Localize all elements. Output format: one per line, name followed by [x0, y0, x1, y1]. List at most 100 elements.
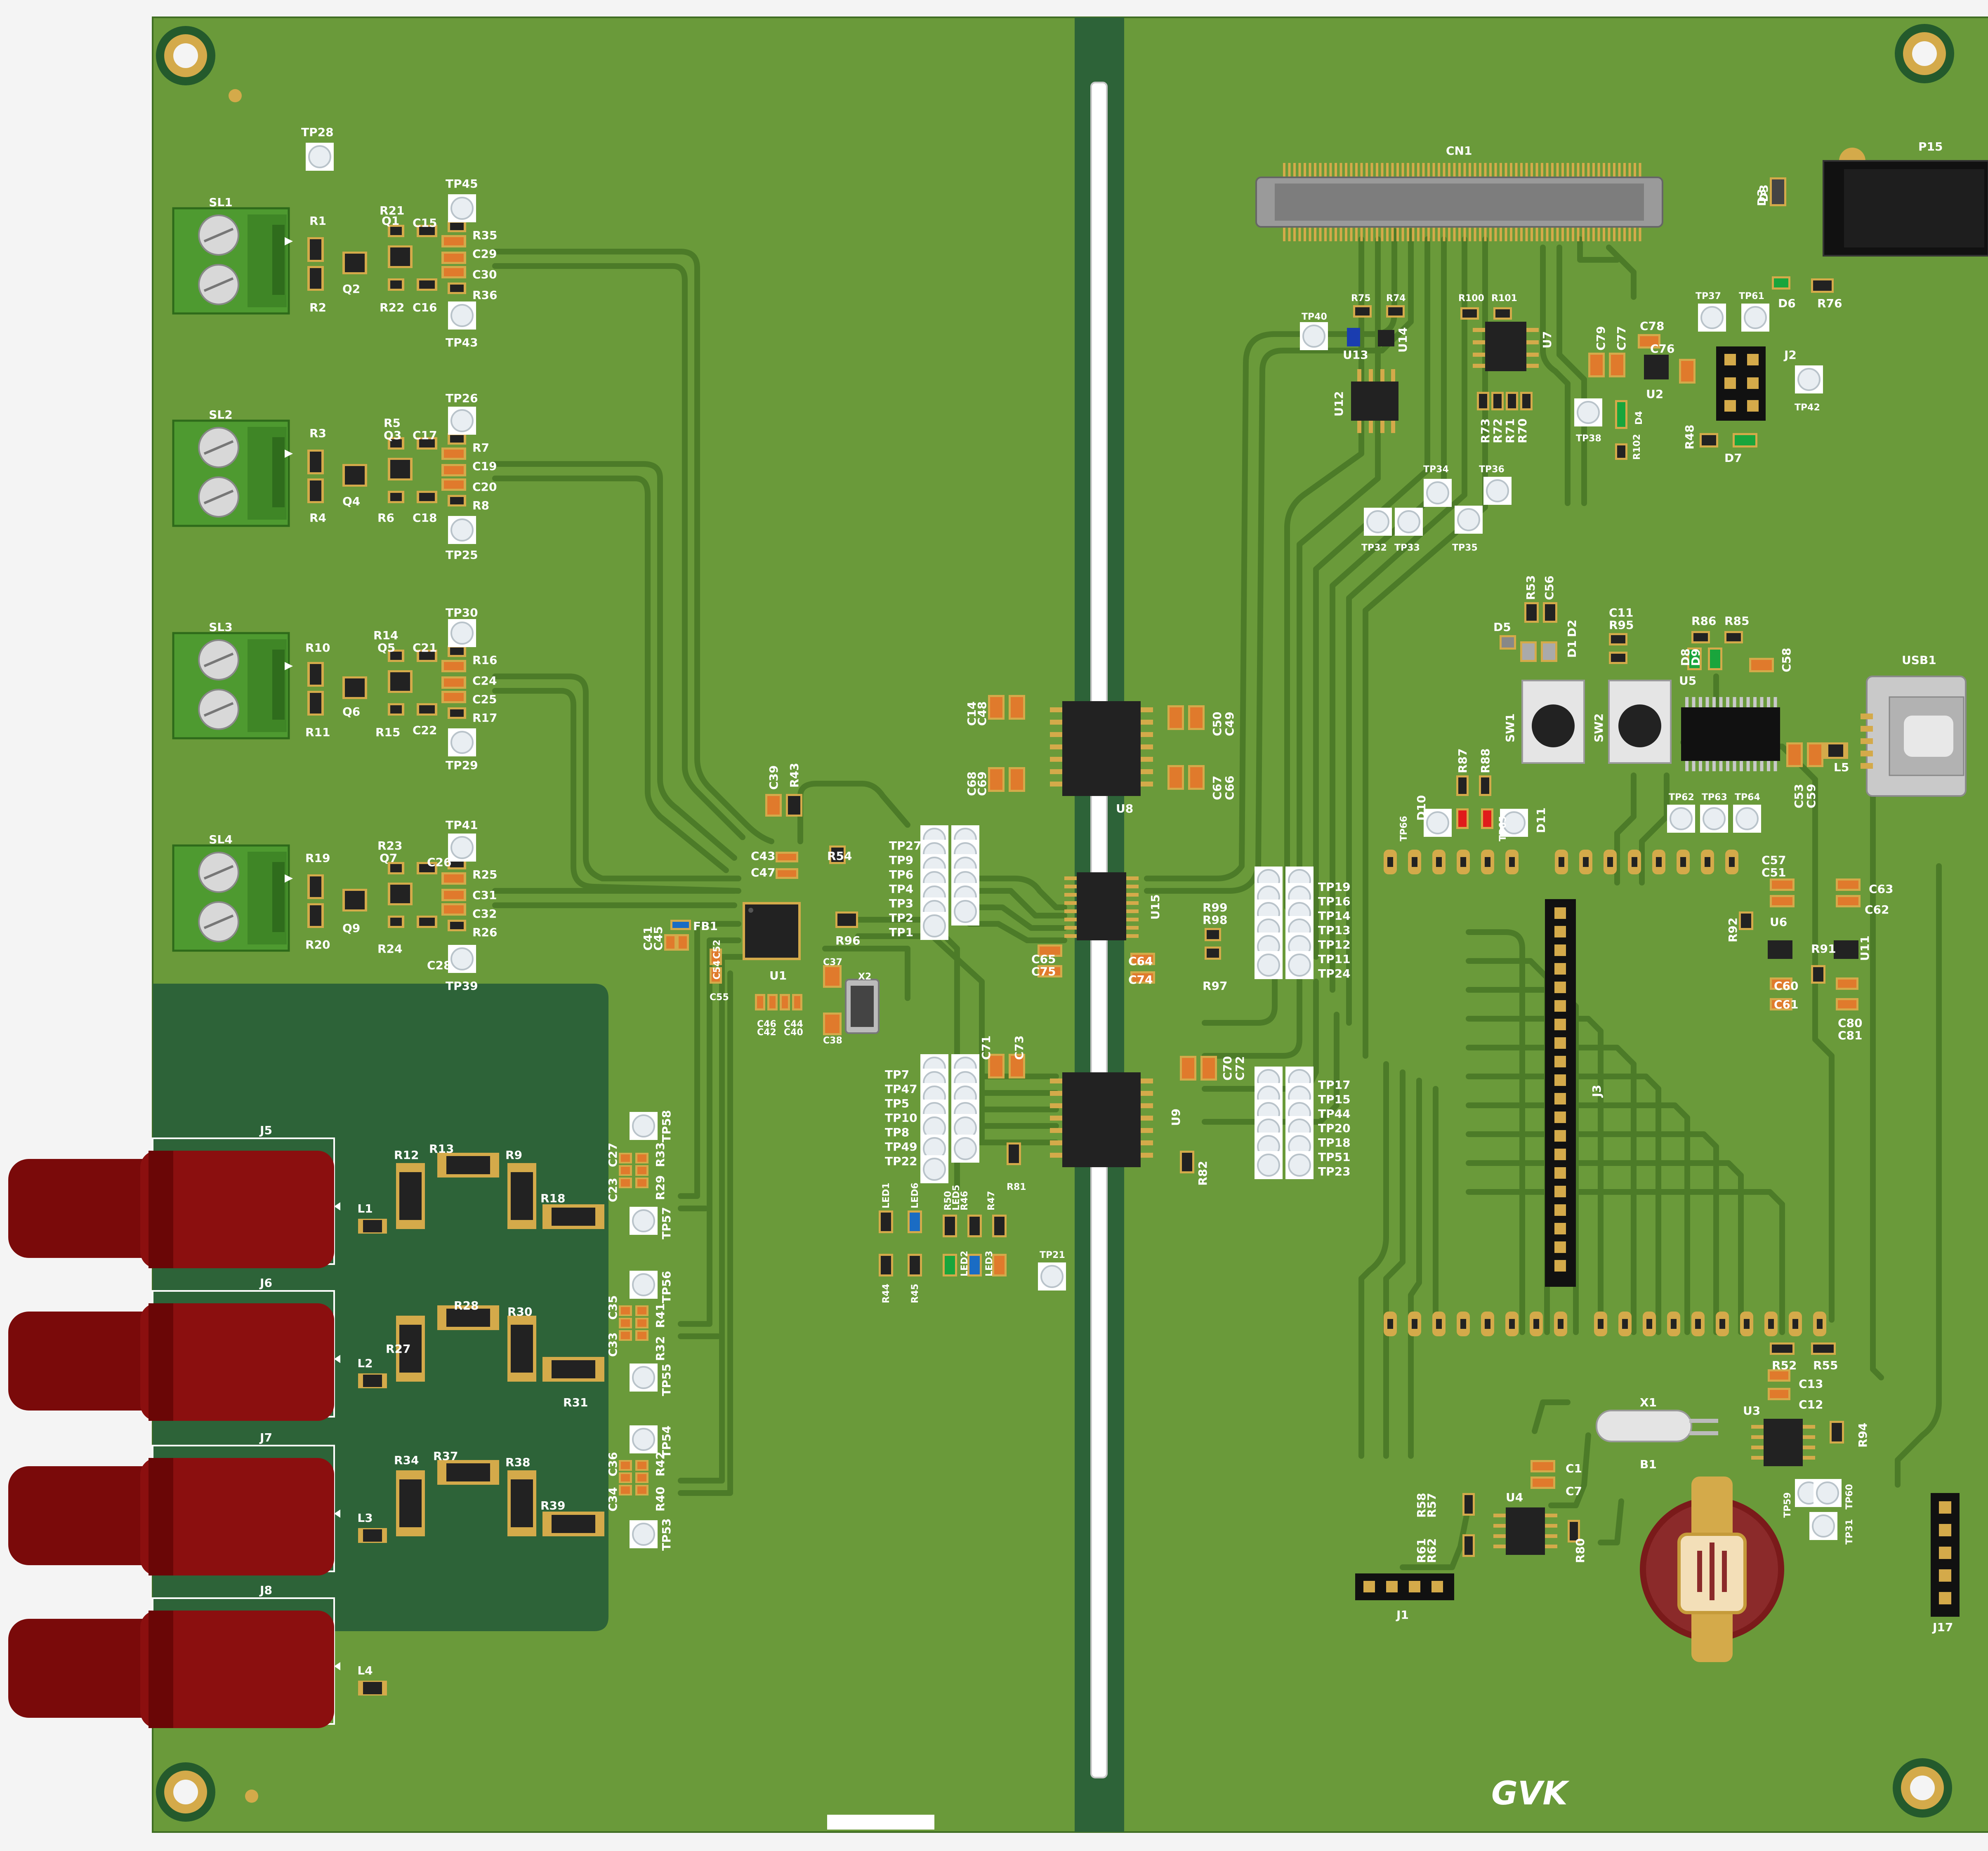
svg-text:R86: R86 — [1691, 614, 1717, 628]
svg-text:C66: C66 — [1223, 775, 1236, 800]
connector-usb1 — [1861, 676, 1967, 797]
svg-text:R11: R11 — [305, 725, 330, 739]
svg-text:R52: R52 — [1772, 1359, 1797, 1372]
svg-text:C44: C44 — [784, 1019, 803, 1029]
svg-text:R37: R37 — [433, 1449, 458, 1463]
svg-text:C78: C78 — [1640, 319, 1665, 333]
svg-text:R33: R33 — [653, 1142, 667, 1167]
svg-text:R74: R74 — [1386, 293, 1406, 304]
svg-text:TP31: TP31 — [1844, 1519, 1855, 1545]
svg-text:R36: R36 — [472, 288, 498, 302]
svg-text:R17: R17 — [472, 711, 498, 725]
svg-text:C49: C49 — [1223, 711, 1236, 736]
ic-u5 — [1681, 697, 1780, 771]
svg-text:C53: C53 — [1792, 784, 1806, 808]
ic-u7 — [1473, 322, 1539, 371]
svg-text:FB1: FB1 — [693, 919, 718, 933]
svg-text:J1: J1 — [1396, 1608, 1409, 1622]
svg-text:R75: R75 — [1351, 293, 1371, 304]
svg-text:R98: R98 — [1203, 913, 1228, 927]
svg-text:C42: C42 — [757, 1027, 776, 1038]
mounting-hole — [173, 43, 198, 68]
svg-text:C39: C39 — [767, 765, 781, 790]
svg-text:R71: R71 — [1503, 418, 1517, 443]
power-resistors — [396, 1153, 649, 1536]
svg-text:R62: R62 — [1425, 1538, 1439, 1563]
svg-text:TP1: TP1 — [889, 926, 913, 939]
svg-text:TP35: TP35 — [1452, 543, 1478, 553]
svg-text:R82: R82 — [1196, 1161, 1210, 1186]
traces-left — [492, 249, 1067, 1496]
svg-text:R29: R29 — [653, 1175, 667, 1200]
svg-text:LED5: LED5 — [951, 1185, 962, 1210]
svg-text:R23: R23 — [377, 839, 403, 852]
svg-text:TP16: TP16 — [1318, 895, 1351, 908]
traces-right — [1144, 228, 1942, 1570]
ic-u11 — [1834, 940, 1858, 959]
svg-text:U8: U8 — [1116, 802, 1133, 815]
svg-text:R76: R76 — [1817, 297, 1842, 310]
svg-text:C1: C1 — [1566, 1462, 1582, 1475]
svg-text:R73: R73 — [1479, 418, 1492, 443]
svg-text:R97: R97 — [1203, 979, 1228, 993]
svg-text:C50: C50 — [1210, 711, 1224, 736]
svg-text:C80: C80 — [1838, 1016, 1863, 1030]
svg-text:TP32: TP32 — [1361, 543, 1387, 553]
svg-text:R10: R10 — [305, 641, 330, 655]
svg-text:R12: R12 — [394, 1148, 419, 1162]
svg-text:R40: R40 — [653, 1486, 667, 1512]
svg-text:D6: D6 — [1778, 297, 1796, 310]
svg-text:TP58: TP58 — [660, 1110, 673, 1142]
svg-text:C61: C61 — [1774, 998, 1799, 1011]
svg-text:TP11: TP11 — [1318, 952, 1351, 966]
svg-text:R55: R55 — [1813, 1359, 1838, 1372]
svg-text:R47: R47 — [986, 1191, 997, 1210]
svg-text:TP62: TP62 — [1669, 792, 1694, 803]
svg-text:TP4: TP4 — [889, 882, 913, 896]
svg-text:C14: C14 — [965, 701, 979, 726]
board-notch — [827, 1815, 934, 1830]
svg-text:R1: R1 — [309, 214, 326, 228]
svg-text:C72: C72 — [1233, 1056, 1247, 1081]
svg-text:TP34: TP34 — [1423, 464, 1449, 475]
svg-text:TP7: TP7 — [885, 1068, 909, 1081]
svg-text:R102: R102 — [1632, 434, 1642, 460]
svg-text:TP24: TP24 — [1318, 967, 1351, 980]
svg-text:R87: R87 — [1456, 748, 1469, 773]
svg-text:TP37: TP37 — [1696, 291, 1721, 301]
svg-text:R88: R88 — [1479, 748, 1492, 773]
svg-text:R70: R70 — [1516, 418, 1529, 443]
svg-text:TP43: TP43 — [446, 336, 478, 349]
svg-text:C21: C21 — [413, 641, 437, 655]
svg-text:R80: R80 — [1573, 1538, 1587, 1563]
svg-text:C71: C71 — [979, 1035, 993, 1060]
svg-text:TP57: TP57 — [660, 1207, 673, 1239]
svg-text:C47: C47 — [751, 866, 776, 879]
svg-text:R46: R46 — [960, 1191, 970, 1210]
svg-text:SW1: SW1 — [1503, 713, 1517, 742]
svg-text:L4: L4 — [357, 1664, 373, 1677]
svg-text:C55: C55 — [710, 992, 729, 1003]
svg-text:D5: D5 — [1493, 620, 1511, 634]
svg-text:R100: R100 — [1458, 293, 1484, 304]
bnc-j6: J6 — [8, 1276, 340, 1421]
svg-text:Q3: Q3 — [384, 429, 401, 442]
svg-text:D7: D7 — [1724, 451, 1742, 465]
svg-text:TP22: TP22 — [885, 1154, 917, 1168]
svg-text:R5: R5 — [384, 416, 401, 430]
svg-text:TP10: TP10 — [885, 1111, 917, 1125]
svg-text:J17: J17 — [1932, 1620, 1953, 1634]
svg-text:TP63: TP63 — [1702, 792, 1727, 803]
svg-text:U1: U1 — [769, 969, 787, 982]
svg-text:LED6: LED6 — [910, 1182, 920, 1208]
svg-text:TP2: TP2 — [889, 911, 913, 925]
svg-text:TP26: TP26 — [446, 391, 478, 405]
ic-u13 — [1347, 328, 1360, 346]
svg-text:C7: C7 — [1566, 1484, 1582, 1498]
svg-text:TP36: TP36 — [1479, 464, 1505, 475]
svg-text:C51: C51 — [1762, 866, 1786, 879]
ic-u2 — [1644, 355, 1669, 379]
ic-u15 — [1064, 872, 1139, 940]
